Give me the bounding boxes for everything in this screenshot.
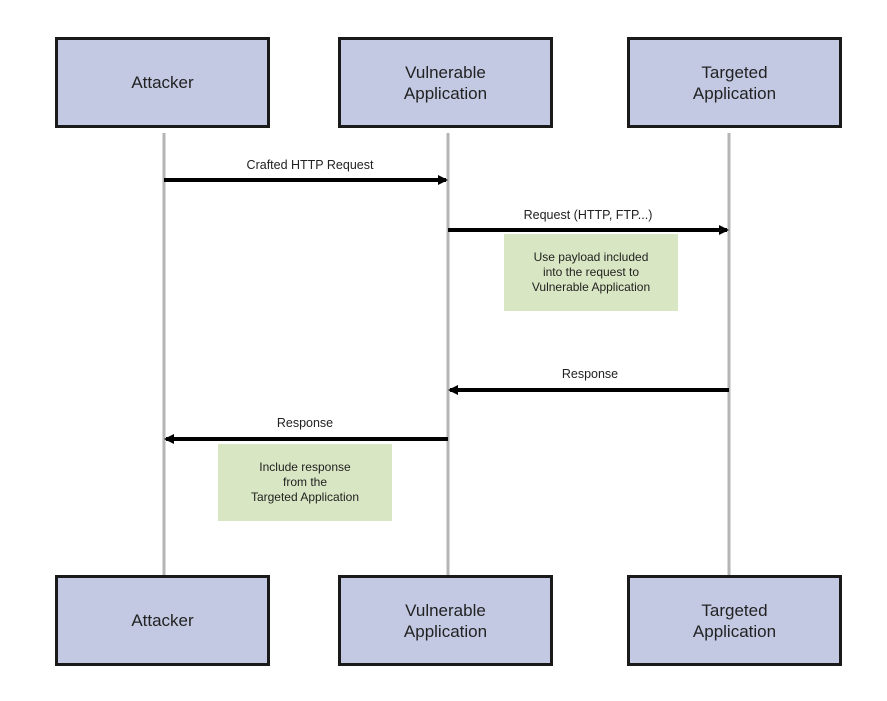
- actor-targeted-top: Targeted Application: [627, 37, 842, 128]
- message-label-response-2: Response: [276, 416, 334, 430]
- actor-targeted-bottom: Targeted Application: [627, 575, 842, 666]
- note-include-response: Include response from the Targeted Appli…: [218, 444, 392, 521]
- actor-attacker-top: Attacker: [55, 37, 270, 128]
- actor-attacker-bottom: Attacker: [55, 575, 270, 666]
- message-label-request-http-ftp: Request (HTTP, FTP...): [523, 208, 653, 222]
- note-use-payload: Use payload included into the request to…: [504, 234, 678, 311]
- message-label-response-1: Response: [561, 367, 619, 381]
- actor-vulnerable-bottom: Vulnerable Application: [338, 575, 553, 666]
- message-label-crafted-http-request: Crafted HTTP Request: [246, 158, 374, 172]
- actor-vulnerable-top: Vulnerable Application: [338, 37, 553, 128]
